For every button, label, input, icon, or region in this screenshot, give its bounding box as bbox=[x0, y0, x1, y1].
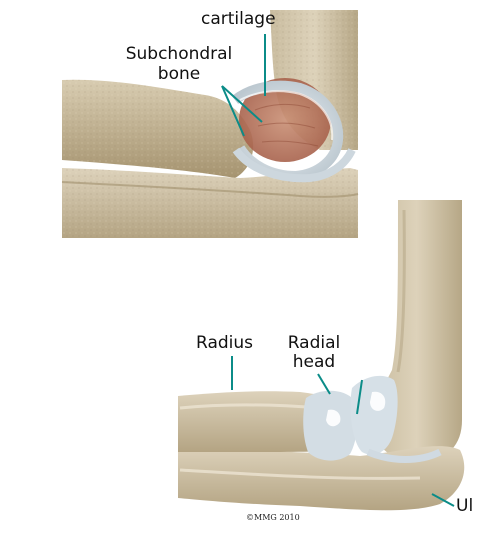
label-radial-head-line2: head bbox=[293, 353, 335, 372]
copyright-text: ©MMG 2010 bbox=[246, 513, 300, 522]
label-subchondral-line2: bone bbox=[158, 65, 200, 84]
radial-head-leader-line bbox=[318, 374, 330, 394]
label-radius: Radius bbox=[196, 334, 253, 353]
label-subchondral-line1: Subchondral bbox=[126, 45, 233, 64]
label-radial-head-line1: Radial bbox=[288, 334, 341, 353]
label-cartilage: cartilage bbox=[201, 10, 276, 29]
label-ulna: Ul bbox=[456, 497, 473, 516]
